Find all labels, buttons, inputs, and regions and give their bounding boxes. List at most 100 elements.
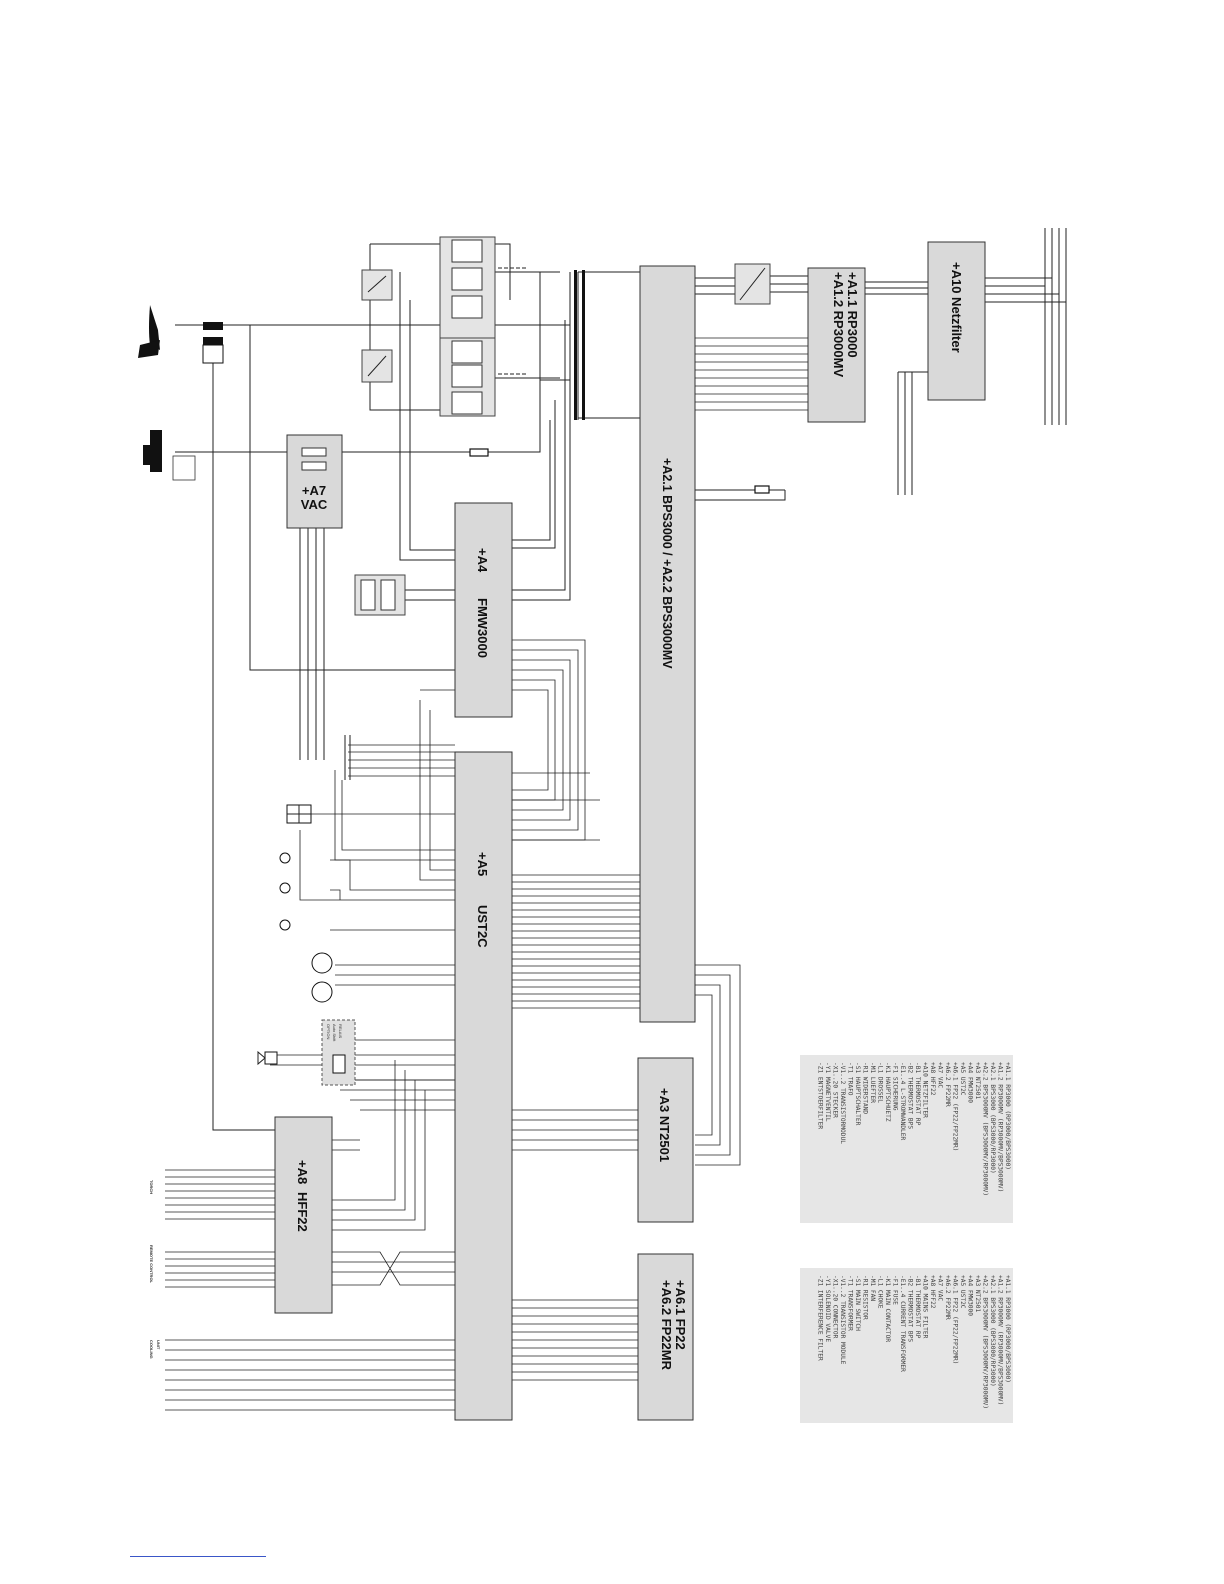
legend-line: -S1 MAIN SWITCH	[854, 1275, 861, 1331]
connector-block-x	[344, 735, 351, 780]
module-a7-label-1: +A7	[302, 483, 326, 498]
module-a6-label-1: +A6.1 FP22	[673, 1280, 688, 1350]
legend-line: -Z1 INTERFERENCE FILTER	[817, 1275, 824, 1361]
module-a10-netzfilter: +A10 Netzfilter	[927, 241, 986, 401]
module-a6-fp22: +A6.1 FP22 +A6.2 FP22MR	[637, 1253, 694, 1421]
rectifier-lower	[361, 349, 393, 383]
legend-line: -L1 CHOKE	[877, 1275, 884, 1309]
legend-line: -M1 FAN	[869, 1275, 876, 1301]
option-relay-label-1: OPTION	[326, 1024, 331, 1039]
legend-line: +A3 NT2501	[974, 1275, 981, 1313]
legend-line: -E1..4 L-STROMWANDLER	[899, 1062, 906, 1141]
legend-line: -V1..2 TRANSISTOR MODULE	[839, 1275, 846, 1365]
legend-line: +A1.1 RP3000 (RP3000/BPS3000)	[1004, 1275, 1011, 1383]
legend-line: -K1 HAUPTSCHUETZ	[884, 1062, 891, 1122]
module-a2-bps3000: +A2.1 BPS3000 / +A2.2 BPS3000MV	[639, 265, 696, 1023]
option-relay-label-2: Auto Shift	[332, 1024, 337, 1042]
solenoid-valve	[257, 1050, 278, 1066]
legend-line: +A10 NETZFILTER	[922, 1062, 929, 1118]
torch-icon-upper	[138, 305, 160, 358]
legend-line: +A2.1 BPS3000 (BPS3000/RP3000)	[989, 1275, 996, 1387]
option-relay-label-3: RELAIS	[338, 1024, 343, 1039]
legend-line: +A6.1 FP22 (FP22/FP22MR)	[952, 1062, 959, 1151]
module-a1-label-2: +A1.2 RP3000MV	[831, 272, 846, 377]
igbt-module-group-upper	[439, 236, 496, 346]
legend-line: +A10 MAINS FILTER	[922, 1275, 929, 1339]
module-a5-ust2c: +A5 UST2C	[454, 751, 513, 1421]
sensor-group	[279, 852, 291, 931]
legend-line: +A6.2 FP22MR	[944, 1275, 951, 1320]
legend-line: -E1..4 CURRENT TRANSFORMER	[899, 1275, 906, 1372]
legend-line: +A4 FMW3000	[967, 1275, 974, 1316]
module-a4-label-2: FMW3000	[475, 598, 490, 658]
legend-line: +A1.1 RP3000 (RP3000/BPS3000)	[1004, 1062, 1011, 1170]
legend-line: +A7 VAC	[937, 1275, 944, 1301]
legend-line: -M1 LUEFTER	[869, 1062, 876, 1103]
remote-control-label: REMOTE CONTROL	[149, 1245, 154, 1284]
legend-line: +A1.2 RP3000MV (RP3000MV/BPS3000MV)	[997, 1062, 1004, 1192]
module-a7-vac: +A7 VAC	[286, 434, 343, 529]
legend-line: -B1 THERMOSTAT RP	[914, 1062, 921, 1126]
legend-line: +A6.1 FP22 (FP22/FP22MR)	[952, 1275, 959, 1364]
module-a1-rp3000: +A1.1 RP3000 +A1.2 RP3000MV	[807, 267, 866, 423]
module-a6-label-2: +A6.2 FP22MR	[659, 1280, 674, 1371]
legend-line: -S1 HAUPTSCHALTER	[854, 1062, 861, 1126]
legend-line: +A2.2 BPS3000MV (BPS3000MV/RP3000MV)	[982, 1062, 989, 1196]
legend-line: -R1 RESISTOR	[862, 1275, 869, 1320]
legend-line: +A6.2 FP22MR	[944, 1062, 951, 1107]
legend-line: +A5 UST2C	[959, 1062, 966, 1096]
legend-line: -Y1 SOLENOID VALVE	[824, 1275, 831, 1342]
legend-line: -X1..20 STECKER	[832, 1062, 839, 1118]
legend-line: -F1 FUSE	[892, 1275, 899, 1305]
choke	[469, 448, 489, 457]
legend-top: +A1.1 RP3000 (RP3000/BPS3000)+A1.2 RP300…	[800, 1055, 1013, 1223]
fan-icon-group	[311, 952, 333, 1003]
legend-line: +A5 UST2C	[959, 1275, 966, 1309]
module-a3-label: +A3 NT2501	[657, 1088, 672, 1162]
thermostat-group	[354, 574, 406, 616]
igbt-module-group-lower	[439, 337, 496, 417]
module-a1-label-1: +A1.1 RP3000	[845, 272, 860, 358]
legend-line: -B1 THERMOSTAT RP	[914, 1275, 921, 1339]
legend-line: -K1 MAIN CONTACTOR	[884, 1275, 891, 1342]
cooling-unit-label-1: COOLING	[149, 1340, 154, 1359]
module-a8-hff22: +A8 HFF22	[274, 1116, 333, 1314]
legend-line: +A3 NT2501	[974, 1062, 981, 1100]
module-a2-label: +A2.1 BPS3000 / +A2.2 BPS3000MV	[660, 458, 674, 669]
legend-line: -F1 SICHERUNG	[892, 1062, 899, 1111]
legend-line: -V1..2 TRANSISTORMODUL	[839, 1062, 846, 1144]
module-a3-nt2501: +A3 NT2501	[637, 1057, 694, 1223]
legend-line: -Z1 ENTSTOERFILTER	[817, 1062, 824, 1129]
legend-line: +A2.2 BPS3000MV (BPS3000MV/RP3000MV)	[982, 1275, 989, 1409]
module-a5-label-2: UST2C	[475, 905, 490, 948]
legend-line: +A2.1 BPS3000 (BPS3000/RP3000)	[989, 1062, 996, 1174]
legend-line: -R1 WIDERSTAND	[862, 1062, 869, 1114]
resistor-a2	[754, 485, 770, 494]
external-labels: TORCH REMOTE CONTROL COOLING UNIT	[149, 1180, 161, 1359]
rectifier-upper	[361, 269, 393, 301]
legend-line: -T1 TRANSFORMER	[847, 1275, 854, 1331]
module-a7-label-2: VAC	[301, 497, 328, 512]
module-a8-label-2: HFF22	[295, 1192, 310, 1232]
option-relay-box: OPTION Auto Shift RELAIS	[321, 1019, 356, 1086]
module-a4-fmw3000: +A4 FMW3000	[454, 502, 513, 718]
legend-line: +A8 HFF22	[929, 1275, 936, 1309]
module-a5-label-1: +A5	[475, 852, 490, 876]
legend-line: +A1.2 RP3000MV (RP3000MV/BPS3000MV)	[997, 1275, 1004, 1405]
switch-block	[734, 263, 771, 305]
legend-line: -B2 THERMOSTAT BPS	[907, 1275, 914, 1342]
legend-bottom: +A1.1 RP3000 (RP3000/BPS3000)+A1.2 RP300…	[800, 1268, 1013, 1423]
legend-line: -B2 THERMOSTAT BPS	[907, 1062, 914, 1129]
legend-line: -X1..20 CONNECTOR	[832, 1275, 839, 1339]
current-transformer-coils	[498, 267, 526, 375]
module-a10-label: +A10 Netzfilter	[949, 262, 964, 353]
workpiece-clamp-icon	[143, 430, 196, 481]
torch-label: TORCH	[149, 1180, 154, 1194]
legend-line: -L1 DROSSEL	[877, 1062, 884, 1103]
legend-line: -T1 TRAFO	[847, 1062, 854, 1096]
module-a8-label-1: +A8	[295, 1160, 310, 1184]
legend-line: +A8 HFF22	[929, 1062, 936, 1096]
cooling-unit-label-2: UNIT	[156, 1340, 161, 1350]
footer-rule	[130, 1556, 266, 1557]
